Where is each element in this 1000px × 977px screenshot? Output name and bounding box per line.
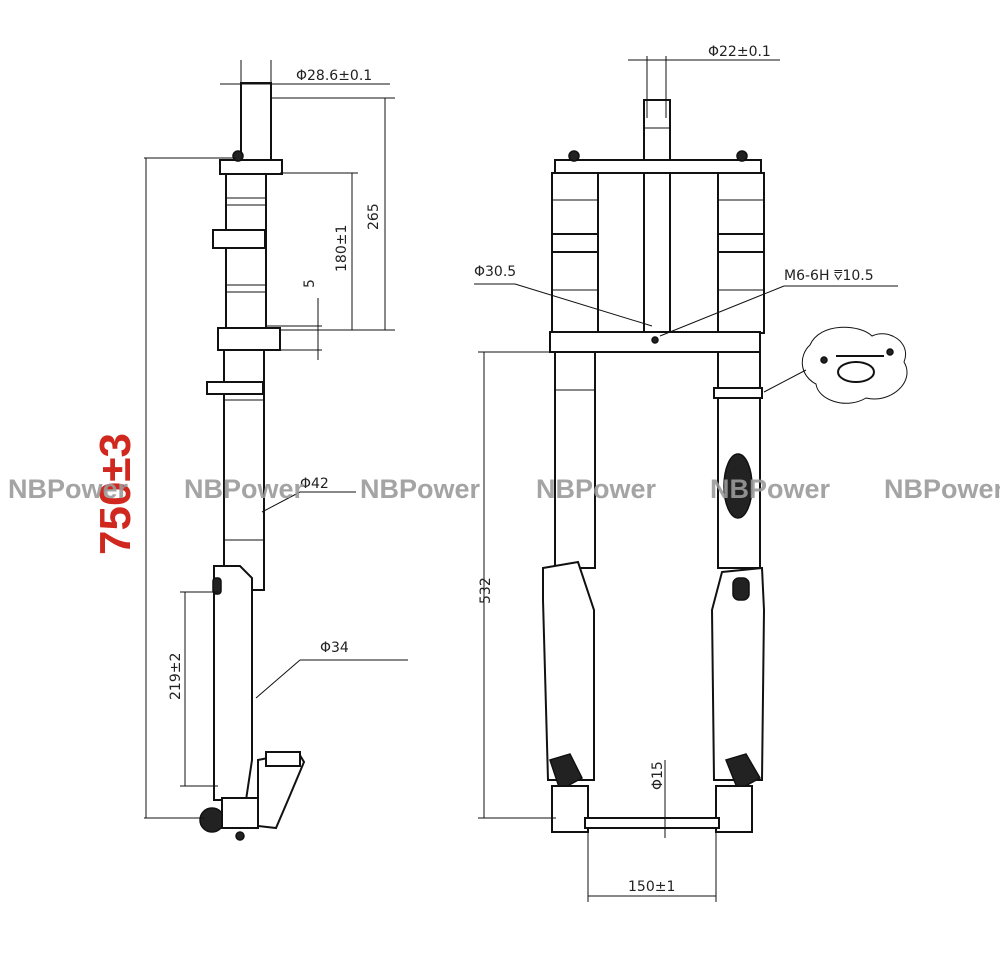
side-stanchion-diameter-label: Φ42 [300, 476, 329, 492]
front-left-lower-leg [542, 560, 595, 781]
front-thread-depth-label: 10.5 [842, 268, 873, 284]
depth-icon: ⩢ [829, 268, 842, 284]
watermark-text: NBPower [884, 474, 1000, 504]
front-bore-diameter-label: Φ30.5 [474, 264, 516, 280]
side-top-crown [219, 159, 283, 175]
watermark-text: NBPower [184, 474, 305, 504]
side-upper-tube [225, 173, 267, 335]
watermark-row: NBPower NBPower NBPower NBPower NBPower … [8, 474, 1000, 504]
front-spring-window [723, 453, 753, 519]
watermark-text: NBPower [536, 474, 657, 504]
side-clamp-upper [212, 229, 266, 249]
front-left-dropout [551, 785, 589, 833]
front-thread-label: M6-6H [784, 268, 829, 284]
side-top-bolt [232, 150, 244, 162]
side-crown-spacing-label: 180±1 [334, 225, 350, 272]
total-length-label: 750±3 [91, 433, 140, 555]
side-view: Φ28.6±0.1 265 180±1 5 750±3 Φ42 Φ34 219± [91, 60, 408, 841]
side-axle-dropout [199, 807, 225, 833]
hose-clamp-icon [837, 361, 875, 383]
front-right-lower-leg [710, 566, 766, 781]
side-lower-length-label: 219±2 [168, 653, 184, 700]
side-lower-diameter-label: Φ34 [320, 640, 349, 656]
side-lower-leg [213, 565, 253, 801]
clamp-detail-callout [801, 326, 908, 404]
watermark-text: NBPower [360, 474, 481, 504]
front-crown-to-axle-label: 532 [478, 577, 494, 604]
side-steerer-length-label: 265 [366, 203, 382, 230]
front-top-crown [554, 159, 762, 174]
front-axle-width-label: 150±1 [628, 879, 675, 895]
front-view: Φ22±0.1 Φ30.5 M6-6H ⩢10.5 532 Φ15 150±1 [474, 44, 908, 902]
side-fender-clamp [206, 381, 264, 395]
front-axle-diameter-label: Φ15 [650, 761, 666, 790]
front-axle [584, 817, 720, 829]
watermark-text: NBPower [8, 474, 129, 504]
svg-text:M6-6H ⩢10.5: M6-6H ⩢10.5 [784, 268, 874, 284]
side-steerer-tube [240, 82, 272, 164]
front-right-dropout [715, 785, 753, 833]
front-steerer-tube [643, 99, 671, 333]
side-bottom-crown [217, 327, 281, 351]
side-steerer-diameter-label: Φ28.6±0.1 [296, 68, 372, 84]
front-left-stanchion [554, 351, 596, 569]
front-steerer-diameter-label: Φ22±0.1 [708, 44, 771, 60]
side-gap-label: 5 [302, 279, 318, 288]
watermark-text: NBPower [710, 474, 831, 504]
